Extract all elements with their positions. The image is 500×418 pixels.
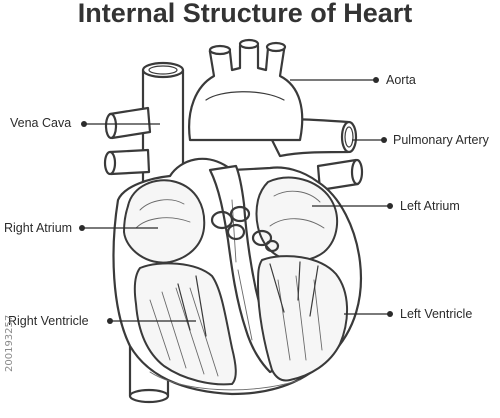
label-pulmonary-artery: Pulmonary Artery [352,133,490,147]
aortic-arch [188,38,304,142]
label-right-ventricle-text: Right Ventricle [8,314,89,328]
label-right-atrium: Right Atrium [4,221,158,235]
label-left-ventricle: Left Ventricle [344,307,472,321]
label-right-ventricle: Right Ventricle [8,314,196,328]
label-left-ventricle-text: Left Ventricle [400,307,472,321]
stock-id: 200193257 [4,315,15,372]
label-pulmonary-artery-text: Pulmonary Artery [393,133,490,147]
label-vena-cava: Vena Cava [10,116,160,130]
heart-illustration [103,38,364,404]
right-atrium-chamber [123,179,206,264]
page-title: Internal Structure of Heart [78,0,413,28]
label-left-atrium: Left Atrium [312,199,460,213]
label-right-atrium-text: Right Atrium [4,221,72,235]
label-vena-cava-text: Vena Cava [10,116,71,130]
right-ventricle-chamber [133,262,237,386]
label-aorta-text: Aorta [386,73,416,87]
label-left-atrium-text: Left Atrium [400,199,460,213]
right-pulmonary-vessels [103,106,152,176]
heart-valves [210,205,280,253]
wall-texture [149,371,301,391]
label-aorta: Aorta [290,73,416,87]
left-ventricle-chamber [257,255,349,382]
left-atrium-chamber [255,176,339,262]
